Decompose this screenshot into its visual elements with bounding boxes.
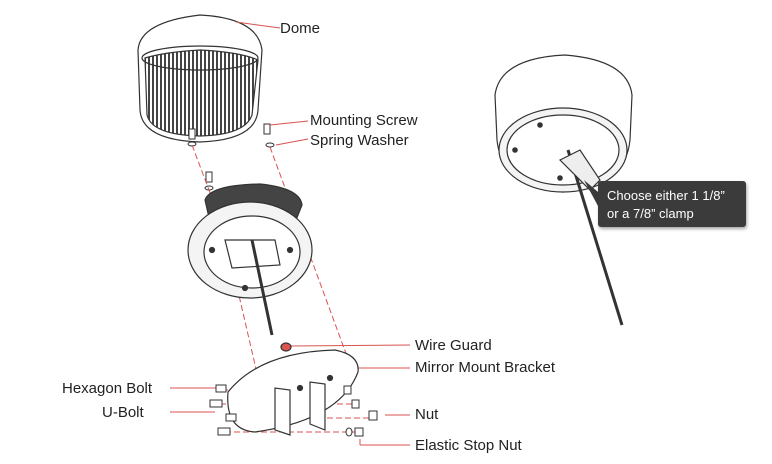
- dome-part: [137, 14, 263, 143]
- label-mirror-mount-bracket: Mirror Mount Bracket: [415, 359, 556, 376]
- mirror-mount-bracket-part: [227, 342, 359, 436]
- assembled-light: [494, 54, 633, 326]
- label-spring-washer: Spring Washer: [310, 132, 409, 149]
- fasteners: [209, 384, 378, 437]
- callout-pointer: [584, 180, 598, 206]
- label-hexagon-bolt: Hexagon Bolt: [62, 380, 153, 397]
- clamp-callout: Choose either 1 1/8” or a 7/8” clamp: [598, 181, 746, 227]
- label-nut: Nut: [415, 406, 439, 423]
- label-u-bolt: U-Bolt: [102, 404, 144, 421]
- light-base-part: [187, 183, 313, 336]
- label-dome: Dome: [280, 20, 321, 37]
- label-wire-guard: Wire Guard: [415, 337, 492, 354]
- callout-line-1: Choose either 1 1/8”: [607, 188, 725, 203]
- label-mounting-screw: Mounting Screw: [310, 112, 418, 129]
- label-elastic-stop-nut: Elastic Stop Nut: [415, 437, 522, 454]
- callout-line-2: or a 7/8” clamp: [607, 206, 694, 221]
